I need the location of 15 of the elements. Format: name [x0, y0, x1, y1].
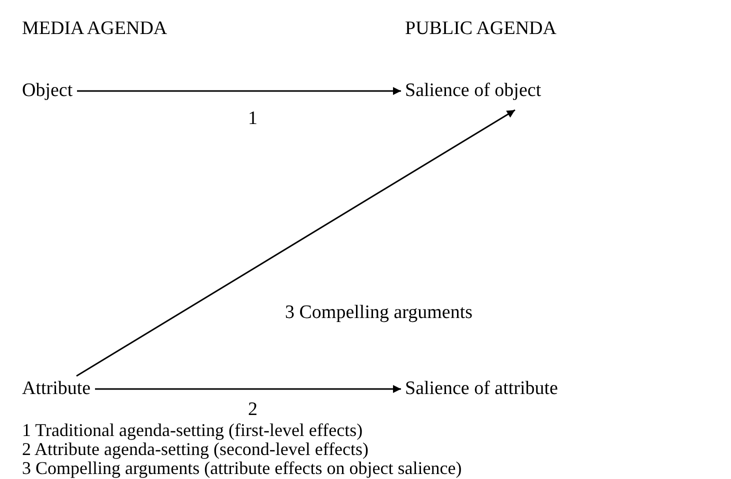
edge-label: 1: [248, 108, 258, 130]
node-text: Salience of attribute: [405, 378, 558, 400]
arrow: [95, 385, 401, 393]
column-heading: MEDIA AGENDA: [22, 18, 168, 40]
arrow: [77, 87, 401, 95]
arrow: [76, 109, 516, 377]
column-heading: PUBLIC AGENDA: [405, 18, 556, 40]
node-text: Object: [22, 80, 73, 102]
node-text: Salience of object: [405, 80, 542, 102]
edge-label: 3 Compelling arguments: [285, 302, 473, 324]
footnote: 1 Traditional agenda-setting (first-level effects): [22, 421, 363, 440]
footnote: 2 Attribute agenda-setting (second-level effects): [22, 440, 369, 459]
footnote: 3 Compelling arguments (attribute effects on object salience): [22, 459, 462, 478]
node-text: Attribute: [22, 378, 91, 400]
edge-label: 2: [248, 399, 258, 421]
